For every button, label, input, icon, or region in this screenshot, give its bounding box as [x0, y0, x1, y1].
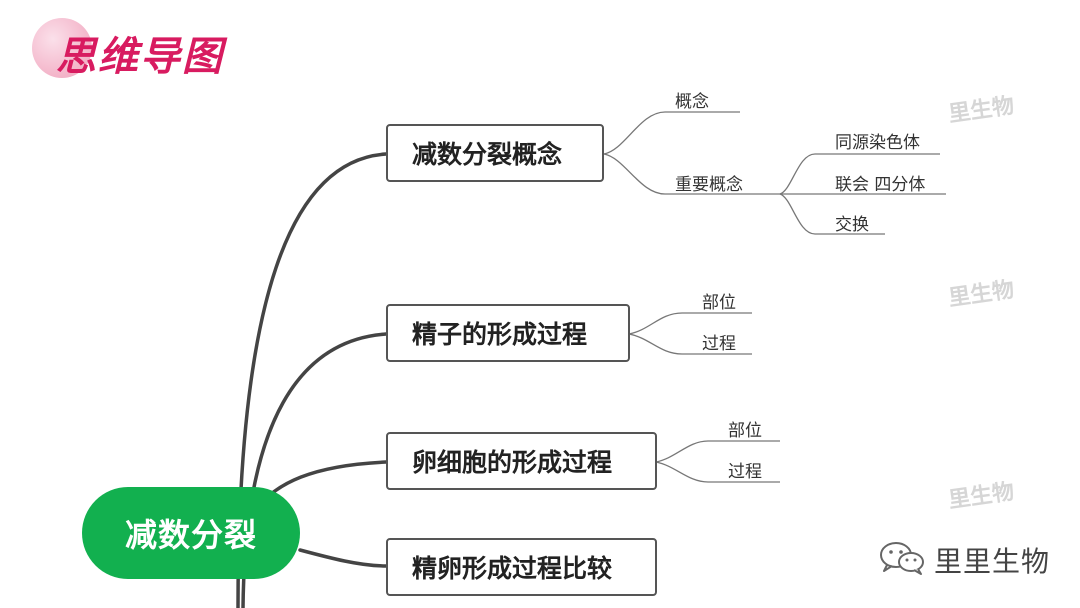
connector-concept-zhongyao [603, 153, 780, 195]
brand-signature: 里里生物 [878, 540, 1050, 580]
leaf-sperm-guocheng: 过程 [702, 334, 736, 354]
branch-egg-formation: 卵细胞的形成过程 [386, 432, 657, 490]
leaf-sperm-buwei: 部位 [702, 293, 736, 313]
branch-concept: 减数分裂概念 [386, 124, 604, 182]
connector-egg-buwei [655, 440, 780, 463]
connector-sperm-guocheng [628, 333, 752, 355]
connector-concept-gainian [603, 111, 740, 155]
page-title: 思维导图 [56, 34, 224, 80]
root-node: 减数分裂 [82, 487, 300, 579]
connector-sperm-buwei [628, 312, 752, 335]
leaf-tongyuan-ranseti: 同源染色体 [835, 133, 920, 153]
leaf-jiaohuan: 交换 [835, 215, 869, 235]
connector-egg-guocheng [655, 461, 780, 483]
branch-comparison: 精卵形成过程比较 [386, 538, 657, 596]
connector-zhongyao-tongyuan [779, 153, 940, 195]
leaf-lianhui-sifenti: 联会 四分体 [835, 175, 926, 195]
branch-sperm-formation: 精子的形成过程 [386, 304, 630, 362]
wechat-icon [878, 540, 926, 580]
leaf-concept-zhongyao: 重要概念 [675, 175, 743, 195]
leaf-egg-buwei: 部位 [728, 421, 762, 441]
leaf-concept-gainian: 概念 [675, 92, 709, 112]
connector-root-compare [298, 548, 388, 568]
connector-zhongyao-jiaohuan [779, 193, 885, 235]
leaf-egg-guocheng: 过程 [728, 462, 762, 482]
header-decoration-circle [32, 18, 92, 78]
brand-label: 里里生物 [934, 545, 1051, 578]
